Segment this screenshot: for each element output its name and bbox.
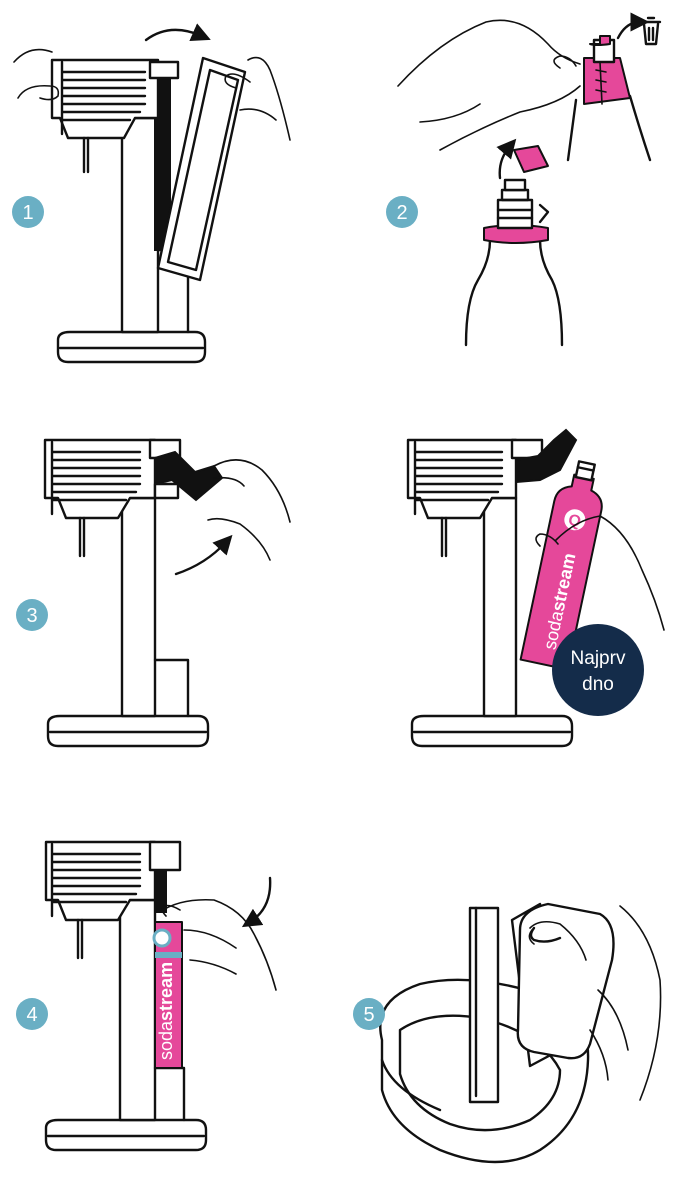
step-1-illustration: 1 [12, 30, 290, 362]
step-1-number: 1 [22, 202, 33, 224]
step-5-illustration: 5 [353, 904, 661, 1162]
step-5-number: 5 [363, 1004, 374, 1026]
co2-cylinder-inserted: sodastream [154, 922, 182, 1068]
trash-icon [618, 18, 660, 44]
step-3-illustration: 3 [16, 440, 290, 746]
callout-bubble [552, 624, 644, 716]
step-3-number: 3 [26, 605, 37, 627]
step-3-insert-illustration: Q sodastream Najprv dno [408, 430, 664, 746]
step-2-number: 2 [396, 202, 407, 224]
step-4-number: 4 [26, 1004, 37, 1026]
callout-line2: dno [582, 674, 614, 695]
step-4-illustration: sodastream 4 [16, 842, 276, 1150]
callout-line1: Najprv [571, 648, 626, 669]
cylinder-brand-4: sodastream [156, 962, 176, 1060]
step-2-illustration: 2 [386, 18, 660, 345]
